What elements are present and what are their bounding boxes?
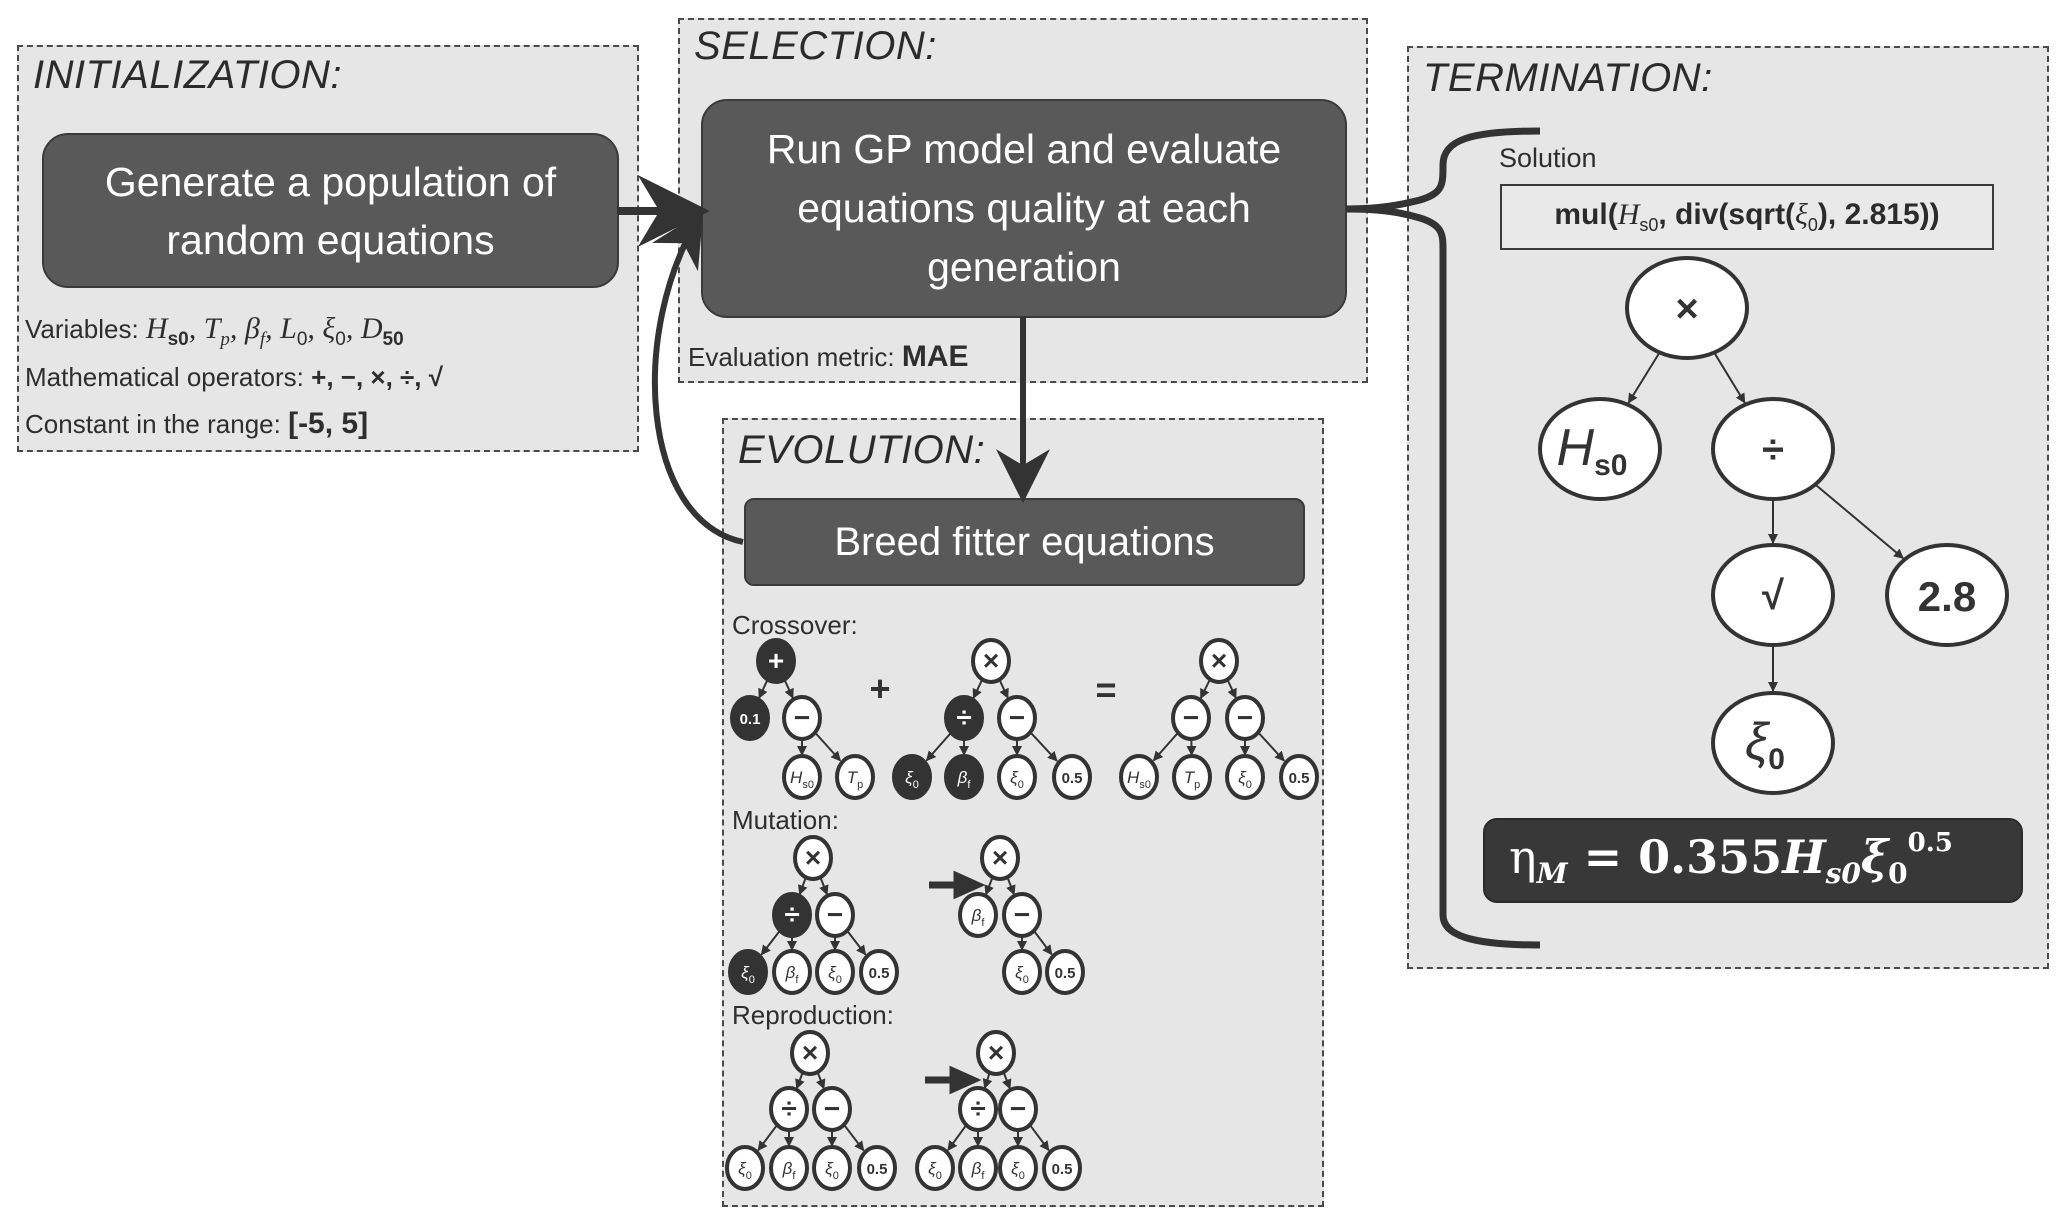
run-gp-line3: generation [927, 244, 1121, 290]
operators-value: +, −, ×, ÷, √ [311, 362, 444, 392]
variables-line: Variables: Hs0, Tp, βf, L0, ξ0, D50 [25, 312, 404, 351]
final-equation-box: ηM = 0.355Hs0ξ00.5 [1483, 818, 2023, 903]
solution-expression-box: mul(Hs0, div(sqrt(ξ0), 2.815)) [1500, 184, 1994, 250]
crossover-label: Crossover: [732, 610, 858, 640]
solution-label: Solution [1499, 143, 1597, 173]
constant-line: Constant in the range: [-5, 5] [25, 407, 368, 441]
initialization-title: INITIALIZATION: [33, 53, 343, 97]
solution-expression: mul(Hs0, div(sqrt(ξ0), 2.815)) [1554, 198, 1940, 235]
variables-label: Variables: [25, 314, 139, 344]
variables-list: Hs0, Tp, βf, L0, ξ0, D50 [145, 312, 404, 350]
termination-panel: TERMINATION: Solution mul(Hs0, div(sqrt(… [1407, 46, 2049, 969]
reproduction-label: Reproduction: [732, 1000, 894, 1030]
run-gp-model-box: Run GP model and evaluate equations qual… [701, 99, 1347, 318]
termination-title: TERMINATION: [1423, 56, 1713, 100]
breed-fitter-box: Breed fitter equations [744, 498, 1305, 586]
mutation-label: Mutation: [732, 805, 839, 835]
breed-fitter-text: Breed fitter equations [834, 519, 1215, 564]
final-equation: ηM = 0.355Hs0ξ00.5 [1509, 828, 1953, 891]
constant-value: [-5, 5] [288, 407, 369, 440]
operators-label: Mathematical operators: [25, 362, 304, 392]
evolution-title: EVOLUTION: [738, 428, 986, 472]
generate-population-line2: random equations [166, 216, 495, 263]
evaluation-metric-line: Evaluation metric: MAE [688, 340, 969, 374]
generate-population-line1: Generate a population of [104, 158, 557, 205]
selection-title: SELECTION: [694, 24, 937, 68]
operators-line: Mathematical operators: +, −, ×, ÷, √ [25, 362, 443, 393]
run-gp-line1: Run GP model and evaluate [766, 126, 1282, 172]
constant-label: Constant in the range: [25, 409, 281, 439]
evaluation-metric-label: Evaluation metric: [688, 342, 895, 372]
initialization-panel: INITIALIZATION: Generate a population of… [17, 45, 639, 452]
evaluation-metric-value: MAE [901, 340, 969, 373]
evolution-panel: EVOLUTION: Breed fitter equations Crosso… [722, 418, 1324, 1207]
run-gp-line2: equations quality at each [797, 185, 1251, 231]
selection-panel: SELECTION: Run GP model and evaluate equ… [678, 18, 1368, 383]
generate-population-box: Generate a population of random equation… [42, 133, 619, 288]
